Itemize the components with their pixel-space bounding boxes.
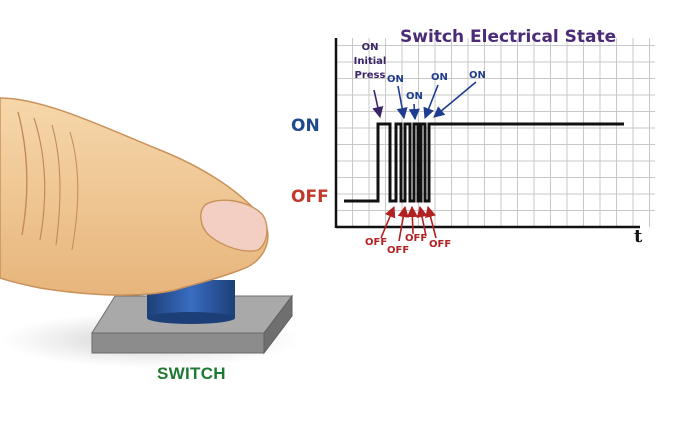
on-bounce-label: ON xyxy=(431,72,448,83)
finger xyxy=(0,97,269,296)
finger-crease xyxy=(33,117,46,241)
graph-grid xyxy=(336,38,655,227)
off-bounce-label: OFF xyxy=(405,233,428,244)
off-arrow xyxy=(416,205,428,237)
off-arrows xyxy=(380,205,437,242)
chart-title: Switch Electrical State xyxy=(400,27,617,47)
on-arrow xyxy=(396,85,408,120)
fingernail xyxy=(200,199,268,252)
off-bounce-label: OFF xyxy=(387,245,410,256)
off-bounce-label: OFF xyxy=(429,239,452,250)
time-axis-label: t xyxy=(634,226,643,247)
finger-crease xyxy=(17,111,28,236)
off-arrow xyxy=(397,205,409,242)
switch-button-cap-bottom xyxy=(147,312,235,324)
finger-crease xyxy=(69,131,79,251)
switch-label: SWITCH xyxy=(157,364,226,383)
finger-switch-illustration xyxy=(0,97,300,368)
on-arrow xyxy=(408,103,420,121)
initial-press-arrow xyxy=(372,89,384,119)
off-level-label: OFF xyxy=(291,187,329,207)
off-arrow xyxy=(406,205,418,235)
on-bounce-label: ON xyxy=(406,91,423,102)
initial-press-annotation: ON Initial Press xyxy=(350,41,390,83)
finger-crease xyxy=(51,124,61,246)
signal-waveform xyxy=(344,122,624,203)
on-arrow xyxy=(423,84,439,120)
on-bounce-label: ON xyxy=(469,70,486,81)
on-level-label: ON xyxy=(291,116,320,136)
on-arrow xyxy=(433,81,477,118)
off-arrow xyxy=(425,205,437,239)
off-bounce-label: OFF xyxy=(365,237,388,248)
on-arrows xyxy=(396,81,477,121)
initial-press-line2: Initial xyxy=(353,56,387,67)
switch-base-side xyxy=(263,294,293,355)
initial-press-line1: ON xyxy=(361,42,379,53)
initial-press-line3: Press xyxy=(354,70,386,81)
off-arrow xyxy=(380,205,396,239)
on-bounce-label: ON xyxy=(387,74,404,85)
switch-base-front xyxy=(91,332,265,354)
